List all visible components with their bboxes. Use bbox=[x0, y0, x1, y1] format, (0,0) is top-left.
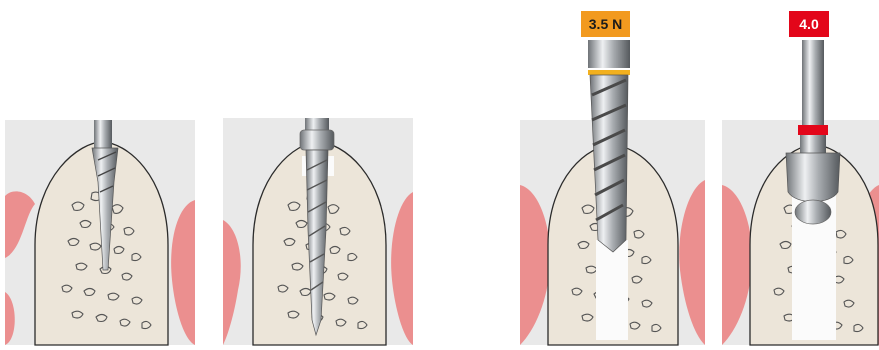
step-4-panel bbox=[722, 40, 879, 345]
instrument-shank bbox=[802, 40, 824, 125]
step-3-size-badge: 3.5 N bbox=[581, 11, 630, 37]
drill-shank bbox=[588, 40, 630, 68]
osteotomy-site bbox=[596, 240, 628, 340]
drill-color-ring bbox=[588, 70, 630, 75]
step-2-panel bbox=[223, 118, 413, 345]
drill-shank bbox=[94, 120, 112, 148]
drill-tip bbox=[795, 200, 831, 224]
drill-shank bbox=[305, 118, 329, 130]
step-4-size-badge: 4.0 bbox=[789, 11, 829, 37]
step-3-panel bbox=[520, 40, 705, 345]
instrument-color-ring bbox=[798, 125, 828, 135]
instrument-neck bbox=[800, 135, 826, 153]
step-1-panel bbox=[5, 120, 195, 345]
drill-collar bbox=[300, 130, 334, 150]
profile-drill-head bbox=[786, 153, 840, 202]
